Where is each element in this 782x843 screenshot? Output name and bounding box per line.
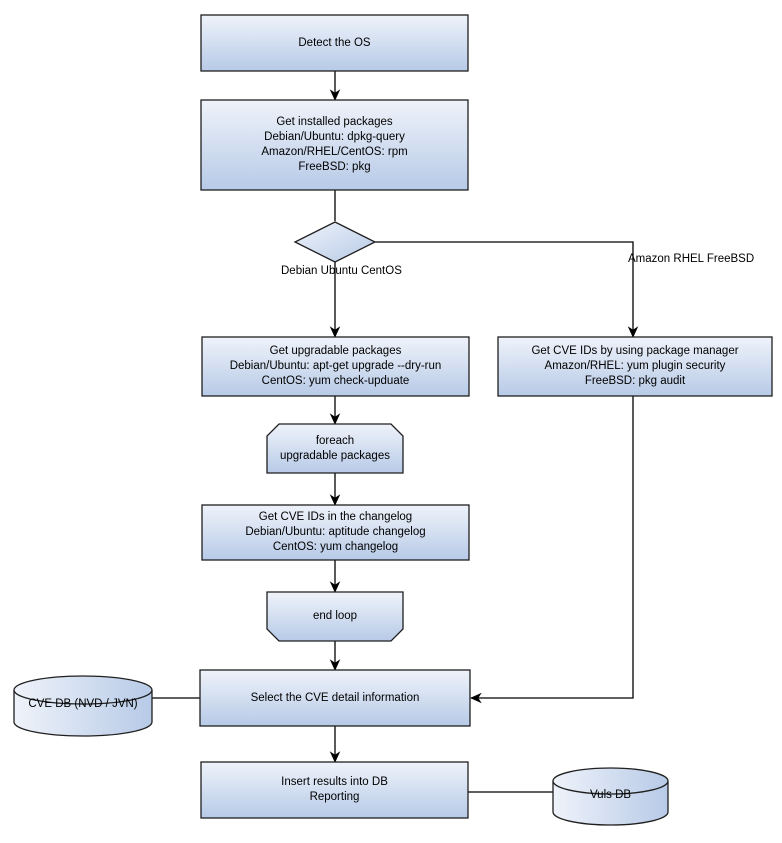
get-installed-packages-shape	[200, 99, 469, 191]
get-cve-ids-changelog-shape	[201, 504, 470, 561]
detect-os-shape	[200, 14, 469, 72]
get-upgradable-packages-shape	[201, 336, 470, 397]
select-cve-detail-shape	[199, 669, 471, 727]
branch-text: Debian	[281, 265, 318, 277]
branch-label-debian-ubuntu-centos: Debian Ubuntu CentOS	[281, 263, 402, 279]
branch-text: RHEL	[673, 253, 704, 265]
branch-text: CentOS	[360, 265, 402, 277]
get-cve-ids-package-manager-shape	[497, 336, 773, 397]
branch-text: Amazon	[628, 253, 671, 265]
branch-text: FreeBSD	[706, 253, 755, 265]
connector-lines	[152, 71, 639, 793]
vuls-db-cylinder-shape	[552, 767, 669, 826]
insert-results-shape	[200, 761, 469, 819]
cve-db-cylinder-shape	[13, 675, 153, 737]
end-loop-shape	[266, 591, 404, 642]
node-shapes	[13, 14, 773, 826]
branch-text: Ubuntu	[320, 265, 358, 277]
foreach-loop-start-shape	[266, 423, 404, 474]
branch-label-amazon-rhel-freebsd: Amazon RHEL FreeBSD	[628, 252, 754, 267]
os-branch-decision-shape	[293, 221, 377, 263]
